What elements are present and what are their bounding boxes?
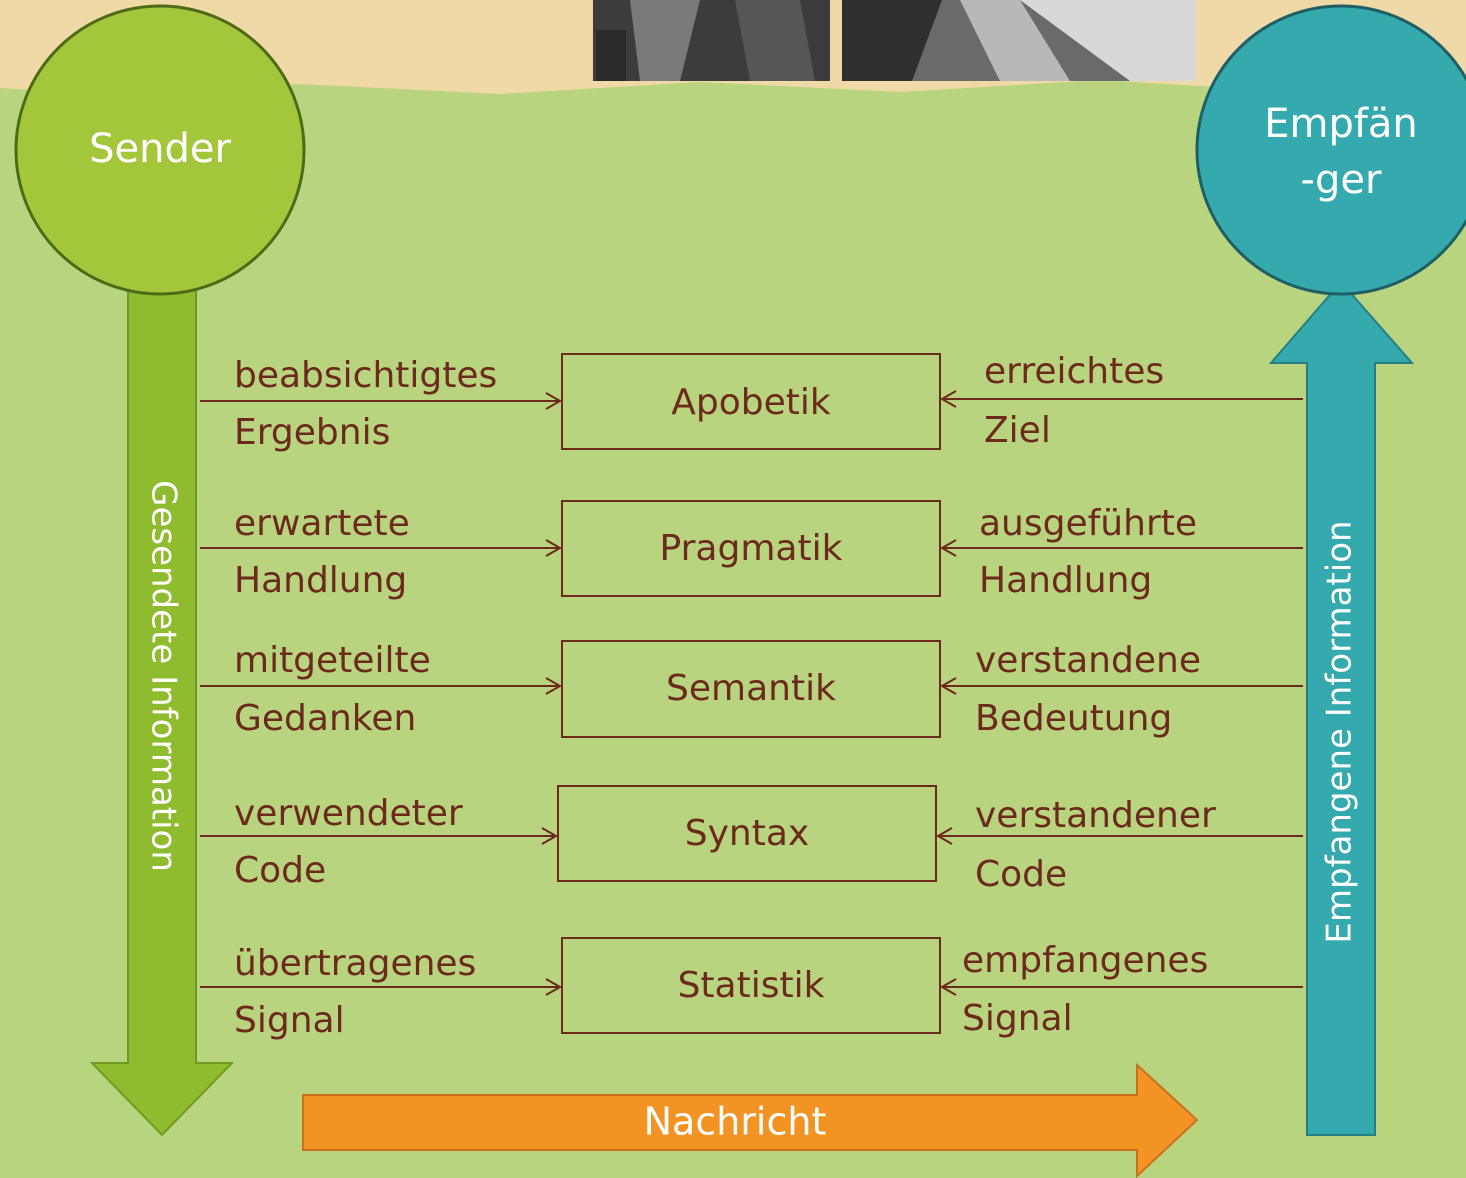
receiver-text-line1: verstandene — [975, 640, 1201, 681]
receiver-text-line2: Signal — [962, 998, 1073, 1039]
sender-circle — [14, 4, 306, 296]
level-apobetik: Apobetik beabsichtigtes Ergebnis erreich… — [200, 351, 1303, 453]
level-box — [561, 500, 941, 597]
receiver-text-line1: ausgeführte — [979, 503, 1197, 544]
received-information-label: Empfangene Information — [1320, 520, 1360, 943]
sender-text-line1: erwartete — [234, 503, 410, 544]
sent-information-label: Gesendete Information — [144, 480, 184, 872]
level-box — [561, 937, 941, 1034]
receiver-text-line2: Code — [975, 854, 1067, 895]
level-syntax: Syntax verwendeter Code verstandener Cod… — [200, 785, 1303, 895]
receiver-text-line1: verstandener — [975, 795, 1216, 836]
sender-text-line2: Ergebnis — [234, 412, 390, 453]
receiver-arrowhead — [935, 827, 953, 845]
level-statistik: Statistik übertragenes Signal empfangene… — [200, 937, 1303, 1041]
sender-text-line1: mitgeteilte — [234, 640, 431, 681]
level-box — [561, 640, 941, 738]
sent-information-arrow — [89, 289, 235, 1137]
sender-text-line2: Code — [234, 850, 326, 891]
message-arrow — [302, 1062, 1199, 1178]
receiver-text-line2: Ziel — [984, 410, 1051, 451]
message-label: Nachricht — [644, 1100, 827, 1144]
sender-text-line2: Signal — [234, 1000, 345, 1041]
receiver-arrowhead — [939, 539, 957, 557]
sender-arrowhead — [545, 677, 563, 695]
receiver-text-line1: empfangenes — [962, 940, 1208, 981]
level-name: Syntax — [685, 813, 809, 854]
sender-arrowhead — [545, 392, 563, 410]
level-pragmatik: Pragmatik erwartete Handlung ausgeführte… — [200, 500, 1303, 601]
receiver-text-line2: Handlung — [979, 560, 1152, 601]
level-box — [561, 353, 941, 450]
photo-left — [593, 0, 830, 81]
sender-text-line2: Gedanken — [234, 698, 416, 739]
sender-text-line1: verwendeter — [234, 793, 463, 834]
level-name: Statistik — [678, 965, 825, 1006]
level-name: Pragmatik — [660, 528, 843, 569]
receiver-arrowhead — [939, 677, 957, 695]
sender-arrowhead — [545, 539, 563, 557]
sender-arrowhead — [545, 978, 563, 996]
sender-label: Sender — [89, 126, 231, 172]
receiver-label-line1: Empfän — [1264, 101, 1418, 147]
sender-text-line1: übertragenes — [234, 943, 476, 984]
receiver-text-line2: Bedeutung — [975, 698, 1172, 739]
receiver-text-line1: erreichtes — [984, 351, 1164, 392]
sender-arrowhead — [541, 827, 559, 845]
receiver-arrowhead — [939, 390, 957, 408]
level-name: Semantik — [666, 668, 836, 709]
level-semantik: Semantik mitgeteilte Gedanken verstanden… — [200, 640, 1303, 739]
sender-text-line1: beabsichtigtes — [234, 355, 497, 396]
receiver-arrowhead — [939, 978, 957, 996]
receiver-label-line2: -ger — [1301, 157, 1382, 203]
photo-right — [842, 0, 1196, 81]
level-name: Apobetik — [671, 382, 831, 423]
received-information-arrow — [1268, 280, 1415, 1136]
receiver-circle — [1195, 4, 1466, 296]
level-box — [557, 785, 937, 882]
sender-text-line2: Handlung — [234, 560, 407, 601]
